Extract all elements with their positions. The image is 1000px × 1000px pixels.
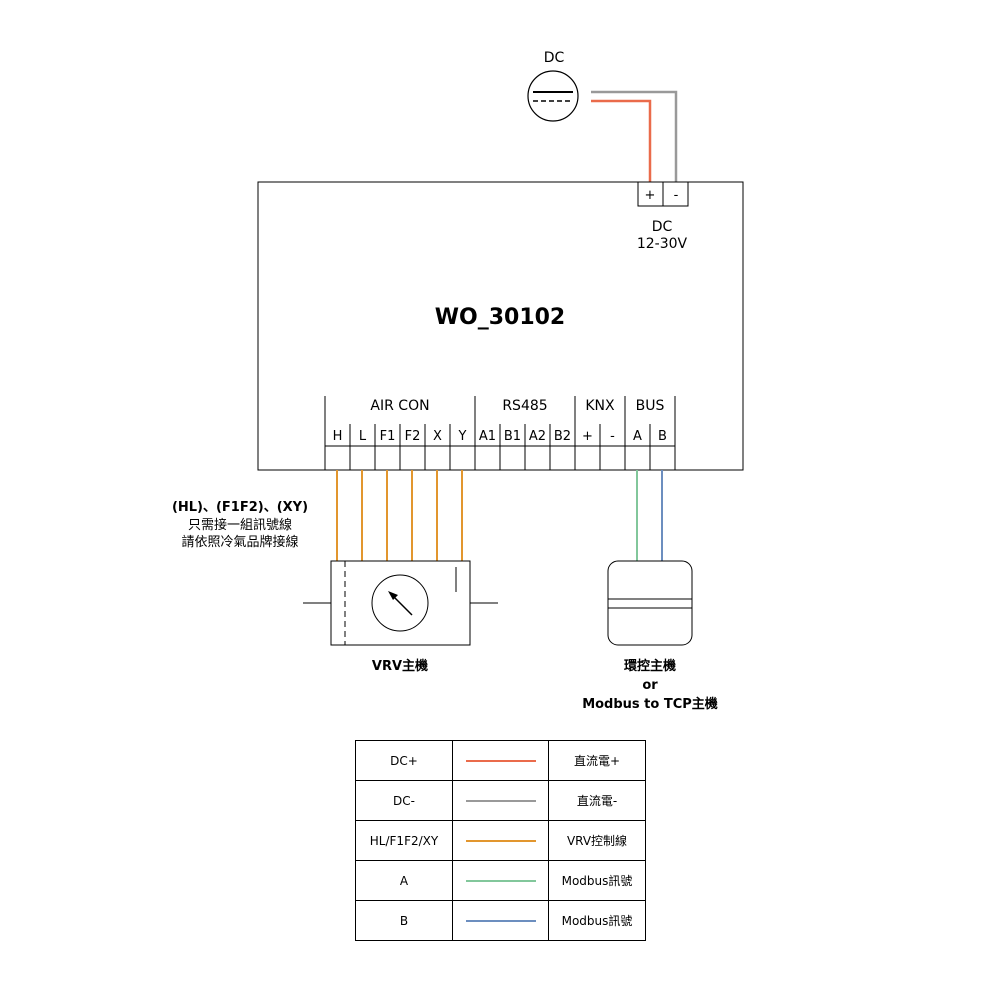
- port-group-knx: KNX: [585, 398, 615, 414]
- terminal-socket: [624, 445, 651, 471]
- terminal-socket: [349, 445, 376, 471]
- note-line-2: 只需接一組訊號線: [188, 517, 292, 533]
- controller-label-1: 環控主機: [624, 658, 676, 674]
- legend-swatch-cell: [452, 820, 549, 861]
- terminal-strip: H L F1 F2 X Y A1 B1 A2 B2 + - A B: [324, 424, 676, 471]
- legend-description: Modbus訊號: [548, 900, 646, 941]
- terminal-label: B1: [504, 429, 521, 444]
- legend-signal: DC-: [355, 780, 453, 821]
- legend-color-swatch: [465, 800, 536, 802]
- terminal-label: A2: [529, 429, 546, 444]
- device-model: WO_30102: [435, 305, 566, 330]
- dc-plus-wire: [591, 99, 652, 182]
- terminal-socket: [599, 445, 626, 471]
- terminal-label: L: [359, 429, 367, 444]
- terminal-label: -: [610, 429, 615, 444]
- controller-label-3: Modbus to TCP主機: [582, 696, 718, 712]
- terminal-socket: [449, 445, 476, 471]
- terminal-label: B2: [554, 429, 571, 444]
- legend-description: 直流電+: [548, 740, 646, 781]
- dc-voltage-label: 12-30V: [637, 236, 688, 252]
- port-group-bus: BUS: [636, 398, 665, 414]
- terminal-socket: [474, 445, 501, 471]
- terminal-socket: [424, 445, 451, 471]
- note-line-1: (HL)、(F1F2)、(XY): [172, 500, 308, 515]
- legend-swatch-cell: [452, 780, 549, 821]
- dc-minus-terminal: [662, 181, 689, 207]
- legend-color-swatch: [465, 760, 536, 762]
- legend-swatch-cell: [452, 900, 549, 941]
- legend-color-swatch: [465, 840, 536, 842]
- terminal-socket: [524, 445, 551, 471]
- legend-signal: B: [355, 900, 453, 941]
- legend-row: A Modbus訊號: [355, 860, 646, 901]
- terminal-label: A: [633, 429, 642, 444]
- legend-row: DC- 直流電-: [355, 780, 646, 821]
- terminal-label: +: [582, 429, 593, 444]
- terminal-label: H: [333, 429, 343, 444]
- note-line-3: 請依照冷氣品牌接線: [181, 534, 298, 550]
- terminal-label: X: [433, 429, 442, 444]
- port-group-aircon: AIR CON: [370, 398, 429, 414]
- terminal-socket: [649, 445, 676, 471]
- terminal-label: F2: [405, 429, 421, 444]
- legend-color-swatch: [465, 880, 536, 882]
- dc-input-label: DC: [652, 219, 673, 235]
- legend-description: 直流電-: [548, 780, 646, 821]
- dc-minus-label: -: [674, 188, 679, 203]
- legend-description: VRV控制線: [548, 820, 646, 861]
- dc-source-icon: [527, 70, 579, 122]
- terminal-socket: [324, 445, 351, 471]
- vrv-unit-icon: [303, 560, 498, 646]
- controller-icon: [607, 560, 693, 646]
- dc-plus-label: +: [645, 188, 656, 203]
- port-group-rs485: RS485: [502, 398, 547, 414]
- controller-label-2: or: [642, 678, 658, 693]
- legend-signal: A: [355, 860, 453, 901]
- terminal-socket: [374, 445, 401, 471]
- terminal-label: A1: [479, 429, 496, 444]
- terminal-socket: [399, 445, 426, 471]
- terminal-label: B: [658, 429, 667, 444]
- legend-swatch-cell: [452, 860, 549, 901]
- vrv-label: VRV主機: [372, 658, 428, 674]
- vrv-control-wires: [336, 470, 463, 561]
- terminal-label: F1: [380, 429, 396, 444]
- legend-row: DC+ 直流電+: [355, 740, 646, 781]
- terminal-socket: [549, 445, 576, 471]
- terminal-socket: [574, 445, 601, 471]
- legend-signal: HL/F1F2/XY: [355, 820, 453, 861]
- dc-source-label: DC: [544, 50, 565, 66]
- legend-row: HL/F1F2/XY VRV控制線: [355, 820, 646, 861]
- legend-color-swatch: [465, 920, 536, 922]
- terminal-socket: [499, 445, 526, 471]
- dc-minus-wire: [591, 90, 678, 182]
- dc-plus-terminal: [637, 181, 664, 207]
- legend-description: Modbus訊號: [548, 860, 646, 901]
- terminal-label: Y: [458, 429, 467, 444]
- legend-row: B Modbus訊號: [355, 900, 646, 941]
- legend-signal: DC+: [355, 740, 453, 781]
- legend-swatch-cell: [452, 740, 549, 781]
